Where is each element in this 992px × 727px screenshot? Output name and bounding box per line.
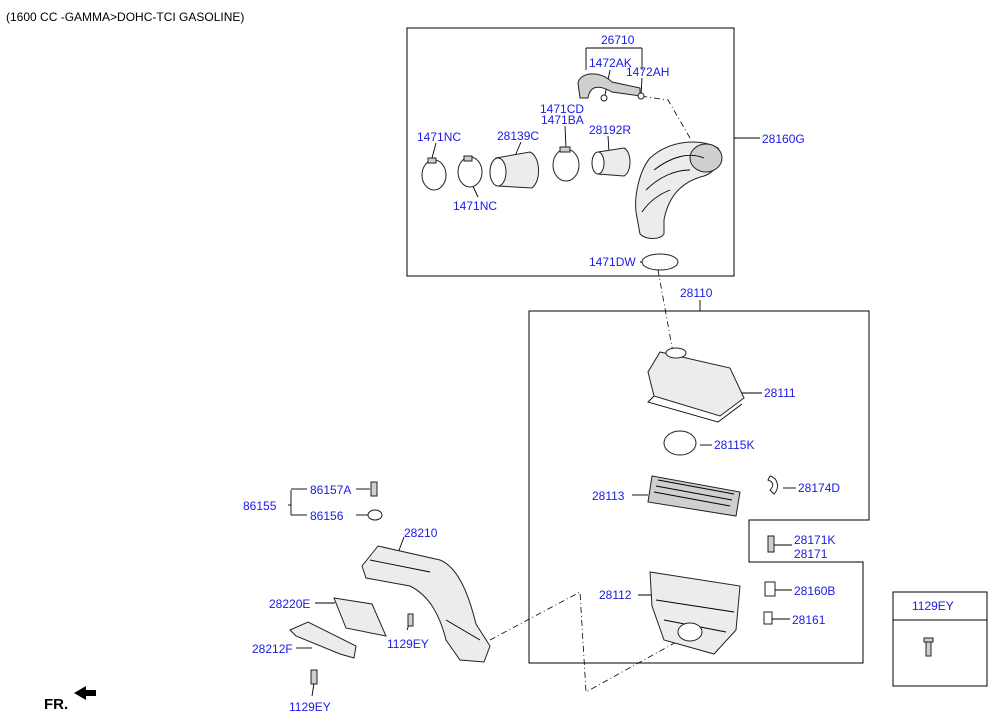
clamp-1471cd <box>552 148 580 182</box>
label-1471dw[interactable]: 1471DW <box>589 255 636 269</box>
bolt-1129ey-mid-part <box>407 613 414 627</box>
label-28171k[interactable]: 28171K <box>794 533 835 547</box>
clip-28174d-part <box>767 475 778 495</box>
front-indicator: FR. <box>44 696 69 713</box>
label-28174d[interactable]: 28174D <box>798 481 840 495</box>
inlet-duct-28210-part <box>361 545 491 663</box>
label-26710[interactable]: 26710 <box>601 33 635 47</box>
label-28160b[interactable]: 28160B <box>794 584 835 598</box>
label-28139c[interactable]: 28139C <box>497 129 539 143</box>
label-28192r[interactable]: 28192R <box>589 123 631 137</box>
air-cleaner-body-28112-part <box>649 571 741 655</box>
label-86155[interactable]: 86155 <box>243 499 277 513</box>
air-cleaner-group-box <box>528 310 870 664</box>
seal-28115k-part <box>663 430 697 456</box>
label-86157a[interactable]: 86157A <box>310 483 351 497</box>
label-28220e[interactable]: 28220E <box>269 597 310 611</box>
label-1129ey-bottom[interactable]: 1129EY <box>289 700 331 714</box>
clamp-1471nc-left <box>421 159 447 191</box>
intake-hose-group-box <box>406 27 735 277</box>
bolt-86157a-part <box>370 481 378 497</box>
grommet-86156-part <box>367 509 383 521</box>
label-28210[interactable]: 28210 <box>404 526 438 540</box>
label-1471nc-top[interactable]: 1471NC <box>417 130 461 144</box>
label-28160g[interactable]: 28160G <box>762 132 805 146</box>
label-1472ak[interactable]: 1472AK <box>589 56 632 70</box>
legend-box <box>892 591 988 687</box>
label-86156[interactable]: 86156 <box>310 509 344 523</box>
bracket-28220e-part <box>333 597 387 637</box>
label-1472ah[interactable]: 1472AH <box>626 65 669 79</box>
support-28212f-part <box>289 621 357 659</box>
legend-title: 1129EY <box>912 599 954 613</box>
breather-hose-part <box>577 73 641 99</box>
clamp-1471dw <box>641 253 679 271</box>
collar-28161-part <box>763 611 773 625</box>
engine-spec-header: (1600 CC -GAMMA>DOHC-TCI GASOLINE) <box>6 10 245 24</box>
filter-element-28113-part <box>647 475 741 517</box>
label-1471nc-bottom[interactable]: 1471NC <box>453 199 497 213</box>
label-28112[interactable]: 28112 <box>599 588 632 602</box>
grommet-28160b-part <box>764 581 776 597</box>
label-1471cd[interactable]: 1471CD <box>540 102 584 116</box>
label-28161[interactable]: 28161 <box>792 613 826 627</box>
sensor-28171-part <box>767 535 775 553</box>
front-direction-arrow-icon <box>74 686 96 700</box>
label-28212f[interactable]: 28212F <box>252 642 293 656</box>
label-28110[interactable]: 28110 <box>680 286 713 300</box>
label-28115k[interactable]: 28115K <box>714 438 754 452</box>
label-28171[interactable]: 28171 <box>794 547 828 561</box>
bolt-1129ey-bottom-part <box>310 669 318 685</box>
label-1471ba[interactable]: 1471BA <box>541 113 584 127</box>
air-cleaner-cover-28111-part <box>647 351 745 417</box>
label-1129ey-mid[interactable]: 1129EY <box>387 637 429 651</box>
label-28111[interactable]: 28111 <box>764 386 796 400</box>
label-28113[interactable]: 28113 <box>592 489 625 503</box>
